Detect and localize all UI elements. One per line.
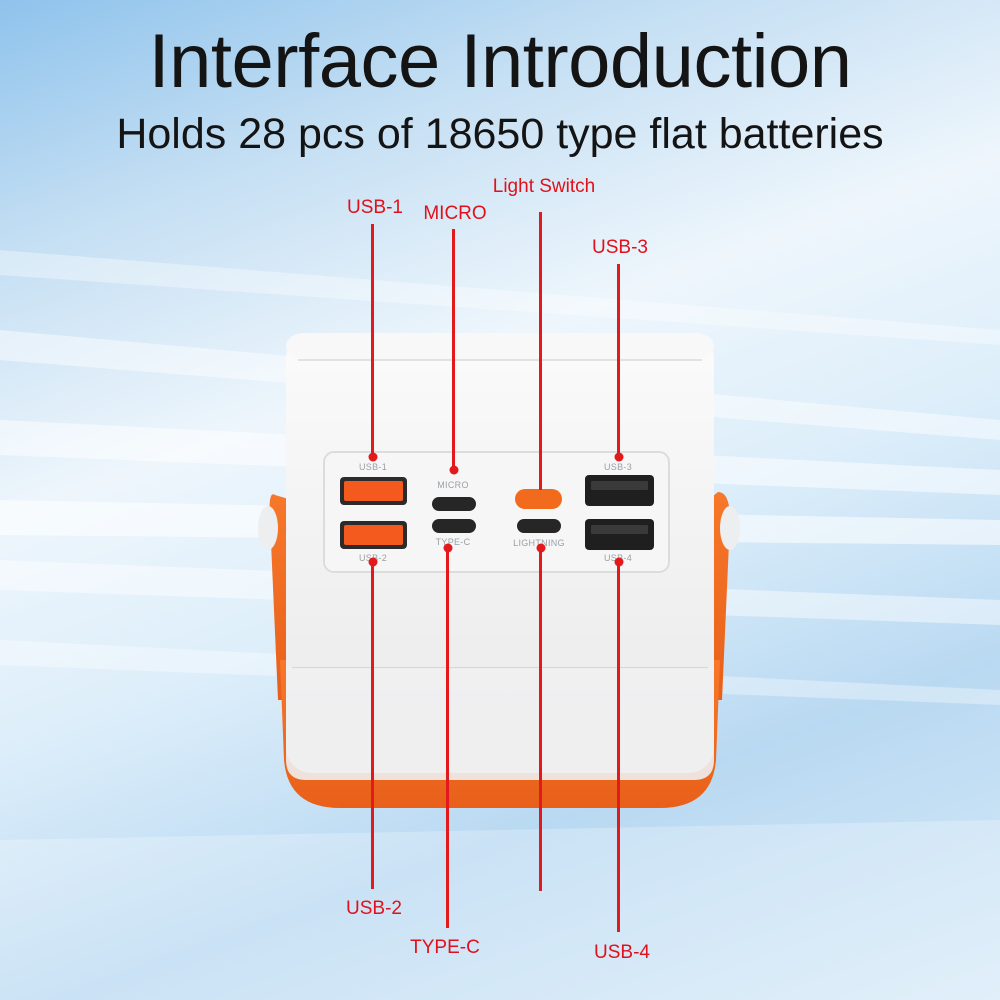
usb2-port xyxy=(340,521,407,549)
callout-light-switch: Light Switch xyxy=(492,176,596,197)
panel-label-usb3: USB-3 xyxy=(603,462,633,472)
leader-usb2 xyxy=(371,562,374,889)
leader-dot-usb1 xyxy=(368,452,377,462)
usb4-port xyxy=(585,519,654,550)
light-switch-button xyxy=(515,489,562,509)
page-title: Interface Introduction xyxy=(148,19,852,104)
housing-body xyxy=(286,333,714,773)
leader-dot-lightning xyxy=(536,543,545,553)
page-subtitle: Holds 28 pcs of 18650 type flat batterie… xyxy=(116,110,884,158)
handle-base xyxy=(280,660,720,808)
handle-right-arm xyxy=(700,492,730,700)
callout-usb4: USB-4 xyxy=(594,942,650,963)
leader-lightning xyxy=(539,548,542,891)
panel-label-micro: MICRO xyxy=(437,480,469,490)
leader-dot-usb3 xyxy=(614,452,623,462)
leader-usb3 xyxy=(617,264,620,457)
panel-label-lightning: LIGHTNING xyxy=(513,538,565,548)
handle-left-knob xyxy=(258,506,278,550)
usb3-port xyxy=(585,475,654,506)
callout-micro: MICRO xyxy=(423,203,487,224)
leader-dot-usb2 xyxy=(368,557,377,567)
handle-right-knob xyxy=(720,506,740,550)
panel-label-type-c: TYPE-C xyxy=(435,537,471,547)
leader-dot-micro xyxy=(449,465,458,475)
usb1-port xyxy=(340,477,407,505)
callout-type-c: TYPE-C xyxy=(410,937,480,958)
callout-usb2: USB-2 xyxy=(346,898,402,919)
leader-dot-usb4 xyxy=(614,557,623,567)
callout-usb1: USB-1 xyxy=(347,197,403,218)
leader-micro xyxy=(452,229,455,470)
panel-label-usb1: USB-1 xyxy=(358,462,388,472)
type-c-port xyxy=(432,519,476,533)
lightning-port xyxy=(517,519,561,533)
leader-light-switch xyxy=(539,212,542,490)
callout-usb3: USB-3 xyxy=(592,237,648,258)
handle-left-arm xyxy=(269,494,300,700)
leader-dot-type-c xyxy=(443,543,452,553)
leader-type-c xyxy=(446,548,449,928)
leader-usb1 xyxy=(371,224,374,457)
leader-usb4 xyxy=(617,562,620,932)
micro-port xyxy=(432,497,476,511)
housing-top-cap xyxy=(286,333,714,359)
